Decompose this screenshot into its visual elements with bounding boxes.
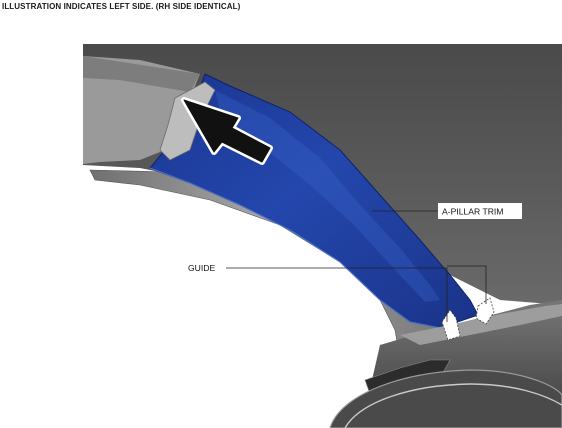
a-pillar-illustration: A-PILLAR TRIM GUIDE: [83, 44, 562, 428]
steering-wheel-rim: [344, 383, 562, 428]
upper-mount-cavity: [159, 81, 216, 161]
removal-direction-arrow-icon: [181, 97, 273, 165]
guide-clip-icon: [475, 297, 495, 325]
guide-leader-left: [226, 267, 448, 322]
illustration-note: ILLUSTRATION INDICATES LEFT SIDE. (RH SI…: [2, 2, 241, 11]
a-pillar-trim-highlight: [215, 90, 440, 302]
a-pillar-trim-label: A-PILLAR TRIM: [442, 207, 503, 217]
roof-edge-shadow: [83, 56, 200, 92]
guide-clip-icon: [441, 309, 461, 341]
guide-leader-right: [447, 265, 487, 304]
steering-wheel: [329, 369, 562, 428]
a-pillar-trim-label-box: [438, 203, 522, 219]
a-pillar-trim-edge: [149, 167, 441, 329]
dashboard-top-edge: [400, 304, 562, 345]
guide-label: GUIDE: [188, 263, 215, 273]
